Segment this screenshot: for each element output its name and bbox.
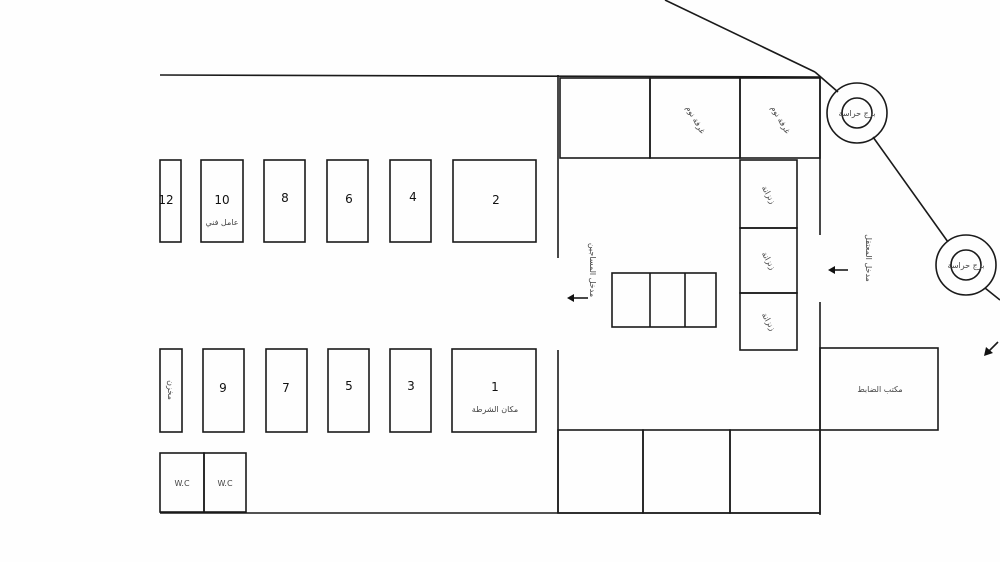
wc-label: W.C <box>217 479 233 488</box>
arrow-down-left <box>984 341 999 356</box>
watchtower-1: برج حراسة <box>826 82 888 144</box>
arrow-left-icon <box>828 266 835 274</box>
cell-number: 2 <box>492 193 500 207</box>
tower-label: برج حراسة <box>839 109 876 118</box>
side-rooms: زنزانة زنزانة زنزانة <box>739 159 798 351</box>
cell-number: 9 <box>219 381 227 395</box>
room-label: زنزانة <box>760 250 777 271</box>
room-label: مكتب الضابط <box>857 385 902 394</box>
outer-walls <box>159 74 821 515</box>
room-label: زنزانة <box>760 184 777 205</box>
cell-number: 5 <box>345 379 353 393</box>
arrow-down-left-icon <box>984 347 993 356</box>
cell-note: مكان الشرطة <box>472 405 518 414</box>
entrance-label: مدخل المساجين <box>588 243 597 297</box>
watchtower-2: برج حراسة <box>935 234 997 296</box>
cell-note: مخزن <box>166 380 175 400</box>
cell-number: 10 <box>214 193 229 207</box>
perimeter-fence <box>664 0 1000 301</box>
entrance-label: مدخل المعتقل <box>864 234 873 282</box>
room-label: غرفة نوم <box>684 104 707 135</box>
cell-number: 8 <box>281 191 289 205</box>
cells-bottom-row: 9 7 5 3 1 مكان الشرطة مخزن <box>159 348 537 433</box>
cells-top-row: 12 10 8 6 4 2 عامل فني <box>158 159 537 243</box>
wc-rooms: W.C W.C <box>159 452 247 513</box>
cell-note: عامل فني <box>205 218 238 227</box>
entrance-left: مدخل المساجين <box>567 243 597 302</box>
cell-number: 12 <box>158 193 173 207</box>
entrance-right: مدخل المعتقل <box>828 234 873 282</box>
cell-number: 4 <box>409 190 417 204</box>
cell-number: 1 <box>491 380 499 394</box>
small-grid <box>611 272 717 328</box>
arrow-left-icon <box>567 294 574 302</box>
cell-number: 6 <box>345 192 353 206</box>
top-rooms: غرفة نوم غرفة نوم <box>559 77 821 159</box>
room-label: زنزانة <box>760 311 777 332</box>
wc-label: W.C <box>174 479 190 488</box>
cell-number: 3 <box>407 379 415 393</box>
tower-label: برج حراسة <box>948 261 985 270</box>
cell-number: 7 <box>282 381 290 395</box>
bottom-rooms: مكتب الضابط <box>557 347 939 514</box>
room-label: غرفة نوم <box>769 104 792 135</box>
